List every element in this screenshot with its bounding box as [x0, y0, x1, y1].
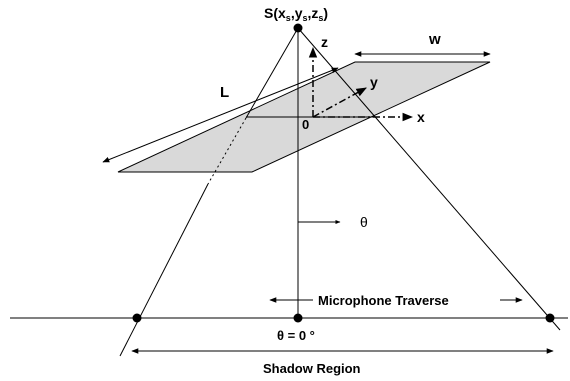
x-axis-label: x	[417, 109, 425, 125]
right-ray	[297, 27, 561, 331]
center-ground-point	[293, 313, 303, 323]
source-label: S(xs,ys,zs)	[264, 5, 328, 23]
width-label: w	[428, 31, 441, 48]
theta-zero-label: θ = 0 °	[277, 328, 315, 343]
left-ray-lower	[119, 183, 209, 357]
origin-label: 0	[302, 117, 309, 132]
theta-label: θ	[360, 214, 368, 230]
length-dimension-arrow	[102, 67, 339, 163]
z-axis-label: z	[321, 34, 328, 50]
left-ground-point	[132, 313, 142, 323]
length-label: L	[220, 84, 229, 101]
microphone-traverse-label: Microphone Traverse	[318, 293, 449, 308]
right-ground-point	[545, 313, 555, 323]
shadow-region-label: Shadow Region	[263, 361, 361, 376]
source-point	[293, 23, 303, 33]
y-axis-label: y	[370, 74, 378, 90]
